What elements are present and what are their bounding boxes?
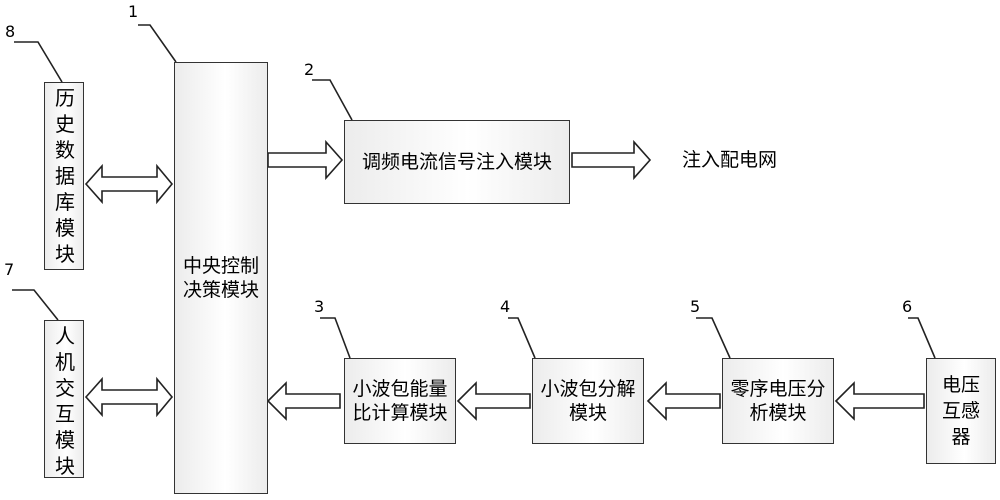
wavelet-energy-ratio-module: 小波包能量 比计算模块 xyxy=(344,358,456,444)
module-number-6: 6 xyxy=(902,297,913,316)
arrow-zeroseq-to-decomp xyxy=(646,381,721,421)
inject-grid-label: 注入配电网 xyxy=(682,149,778,171)
fm-current-injection-module: 调频电流信号注入模块 xyxy=(344,120,570,204)
voltage-transformer-module: 电压 互感 器 xyxy=(926,358,996,464)
bidirectional-arrow-history xyxy=(84,163,174,205)
module-number-5: 5 xyxy=(690,297,701,316)
leader-line-5 xyxy=(696,317,731,359)
wavelet-energy-ratio-label: 小波包能量 比计算模块 xyxy=(352,378,448,424)
wavelet-decomposition-module: 小波包分解 模块 xyxy=(532,358,644,444)
leader-line-6 xyxy=(908,317,936,359)
zero-sequence-voltage-label: 零序电压分 析模块 xyxy=(730,378,826,424)
arrow-pt-to-zeroseq xyxy=(834,381,925,421)
human-machine-interaction-label: 人 机 交 互 模 块 xyxy=(55,324,75,478)
leader-line-7 xyxy=(12,289,59,321)
module-number-2: 2 xyxy=(304,60,315,79)
zero-sequence-voltage-module: 零序电压分 析模块 xyxy=(722,358,834,444)
fm-current-injection-label: 调频电流信号注入模块 xyxy=(361,151,552,173)
module-number-4: 4 xyxy=(500,297,511,316)
bidirectional-arrow-hmi xyxy=(84,376,174,418)
voltage-transformer-label: 电压 互感 器 xyxy=(941,374,980,448)
leader-line-2 xyxy=(312,79,353,121)
arrow-central-to-injection xyxy=(267,139,344,181)
module-number-3: 3 xyxy=(314,297,325,316)
wavelet-decomposition-label: 小波包分解 模块 xyxy=(540,378,636,424)
leader-line-1 xyxy=(138,24,177,63)
leader-line-4 xyxy=(508,317,536,359)
central-control-decision-module: 中央控制 决策模块 xyxy=(174,62,268,494)
arrow-energy-to-central xyxy=(266,381,341,421)
leader-line-3 xyxy=(320,317,351,359)
module-number-7: 7 xyxy=(4,260,15,279)
module-number-1: 1 xyxy=(128,2,139,21)
leader-line-8 xyxy=(14,41,63,83)
central-control-label: 中央控制 决策模块 xyxy=(182,255,259,301)
arrow-decomp-to-energy xyxy=(456,381,531,421)
module-number-8: 8 xyxy=(5,22,16,41)
human-machine-interaction-module: 人 机 交 互 模 块 xyxy=(44,320,84,478)
history-database-module: 历 史 数 据 库 模 块 xyxy=(44,82,84,270)
history-database-label: 历 史 数 据 库 模 块 xyxy=(55,86,75,266)
arrow-injection-to-grid xyxy=(571,139,652,181)
